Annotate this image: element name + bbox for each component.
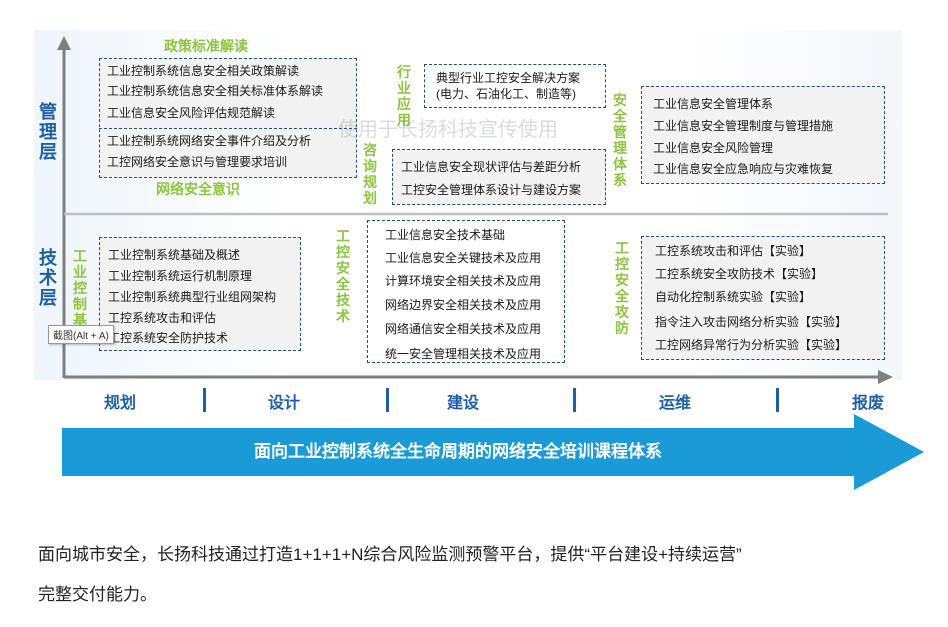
tech-item: 工业信息安全技术基础 [385,228,506,242]
consult-box [392,149,606,205]
consult-item: 工控安全管理体系设计与建设方案 [401,183,582,197]
attack-item: 工控系统安全攻防技术【实验】 [655,267,824,281]
axis-label-management: 管理层 [39,102,57,162]
paragraph-line-1: 面向城市安全，长扬科技通过打造1+1+1+N综合风险监测预警平台，提供“平台建设… [38,545,742,564]
industry-item: 典型行业工控安全解决方案 (电力、石油化工、制造等) [436,71,581,101]
industry-label: 行业应用 [397,64,411,128]
secmgmt-label: 安全管理体系 [613,92,627,188]
phase-construction: 建设 [447,395,480,412]
tech-item: 计算环境安全相关技术及应用 [385,274,542,288]
basic-item: 工业控制系统典型行业组网架构 [108,290,277,304]
phase-separator [573,388,576,412]
tech-item: 网络通信安全相关技术及应用 [385,322,542,336]
secmgmt-box [641,86,885,184]
attack-item: 工控网络异常行为分析实验【实验】 [655,338,848,352]
phase-separator [776,388,779,412]
awareness-title: 网络安全意识 [156,181,240,197]
tech-label: 工控安全技术 [336,228,350,324]
policy-item: 工业控制系统信息安全相关标准体系解读 [107,84,324,98]
attack-item: 工控系统攻击和评估【实验】 [655,244,812,258]
tech-item: 统一安全管理相关技术及应用 [385,347,542,361]
attack-item: 自动化控制系统实验【实验】 [655,290,812,304]
phase-separator [203,388,206,412]
policy-box-divider [99,128,357,129]
watermark: 使用于长扬科技宣传使用 [338,119,558,141]
consult-label: 咨询规划 [363,142,377,206]
basic-box [99,237,301,351]
axis-label-technical: 技术层 [39,248,57,308]
policy-item: 工业控制系统信息安全相关政策解读 [107,64,300,78]
screenshot-tooltip: 截图(Alt + A) [48,325,114,344]
consult-item: 工业信息安全现状评估与差距分析 [401,160,582,174]
basic-item: 工控系统攻击和评估 [108,311,217,325]
banner-arrow [62,414,924,490]
phase-planning: 规划 [104,395,137,412]
secmgmt-item: 工业信息安全应急响应与灾难恢复 [653,162,834,176]
tech-box [367,220,565,363]
phase-operation: 运维 [659,395,692,412]
phase-design: 设计 [268,395,301,412]
secmgmt-item: 工业信息安全管理制度与管理措施 [653,119,834,133]
phase-separator [386,388,389,412]
phase-retirement: 报废 [852,395,885,412]
tech-item: 网络边界安全相关技术及应用 [385,298,542,312]
policy-title: 政策标准解读 [164,38,248,54]
banner-text: 面向工业控制系统全生命周期的网络安全培训课程体系 [254,442,662,461]
awareness-item: 工业控制系统网络安全事件介绍及分析 [107,134,312,148]
awareness-item: 工控网络安全意识与管理要求培训 [107,155,288,169]
attack-box [641,236,885,360]
basic-item: 工业控制系统运行机制原理 [108,269,253,283]
x-axis-arrow [878,370,893,384]
basic-item: 工业控制系统基础及概述 [108,248,241,262]
industry-box [424,64,606,108]
y-axis-arrow [57,36,71,50]
attack-label: 工控安全攻防 [615,240,629,336]
attack-item: 指令注入攻击网络分析实验【实验】 [655,315,848,329]
tech-item: 工业信息安全关键技术及应用 [385,251,542,265]
secmgmt-item: 工业信息安全管理体系 [653,97,774,111]
axes [57,36,893,384]
policy-box [99,58,357,178]
basic-item: 工控系统安全防护技术 [108,331,229,345]
policy-item: 工业信息安全风险评估规范解读 [107,106,276,120]
secmgmt-item: 工业信息安全风险管理 [653,141,774,155]
paragraph-line-2: 完整交付能力。 [38,585,157,604]
